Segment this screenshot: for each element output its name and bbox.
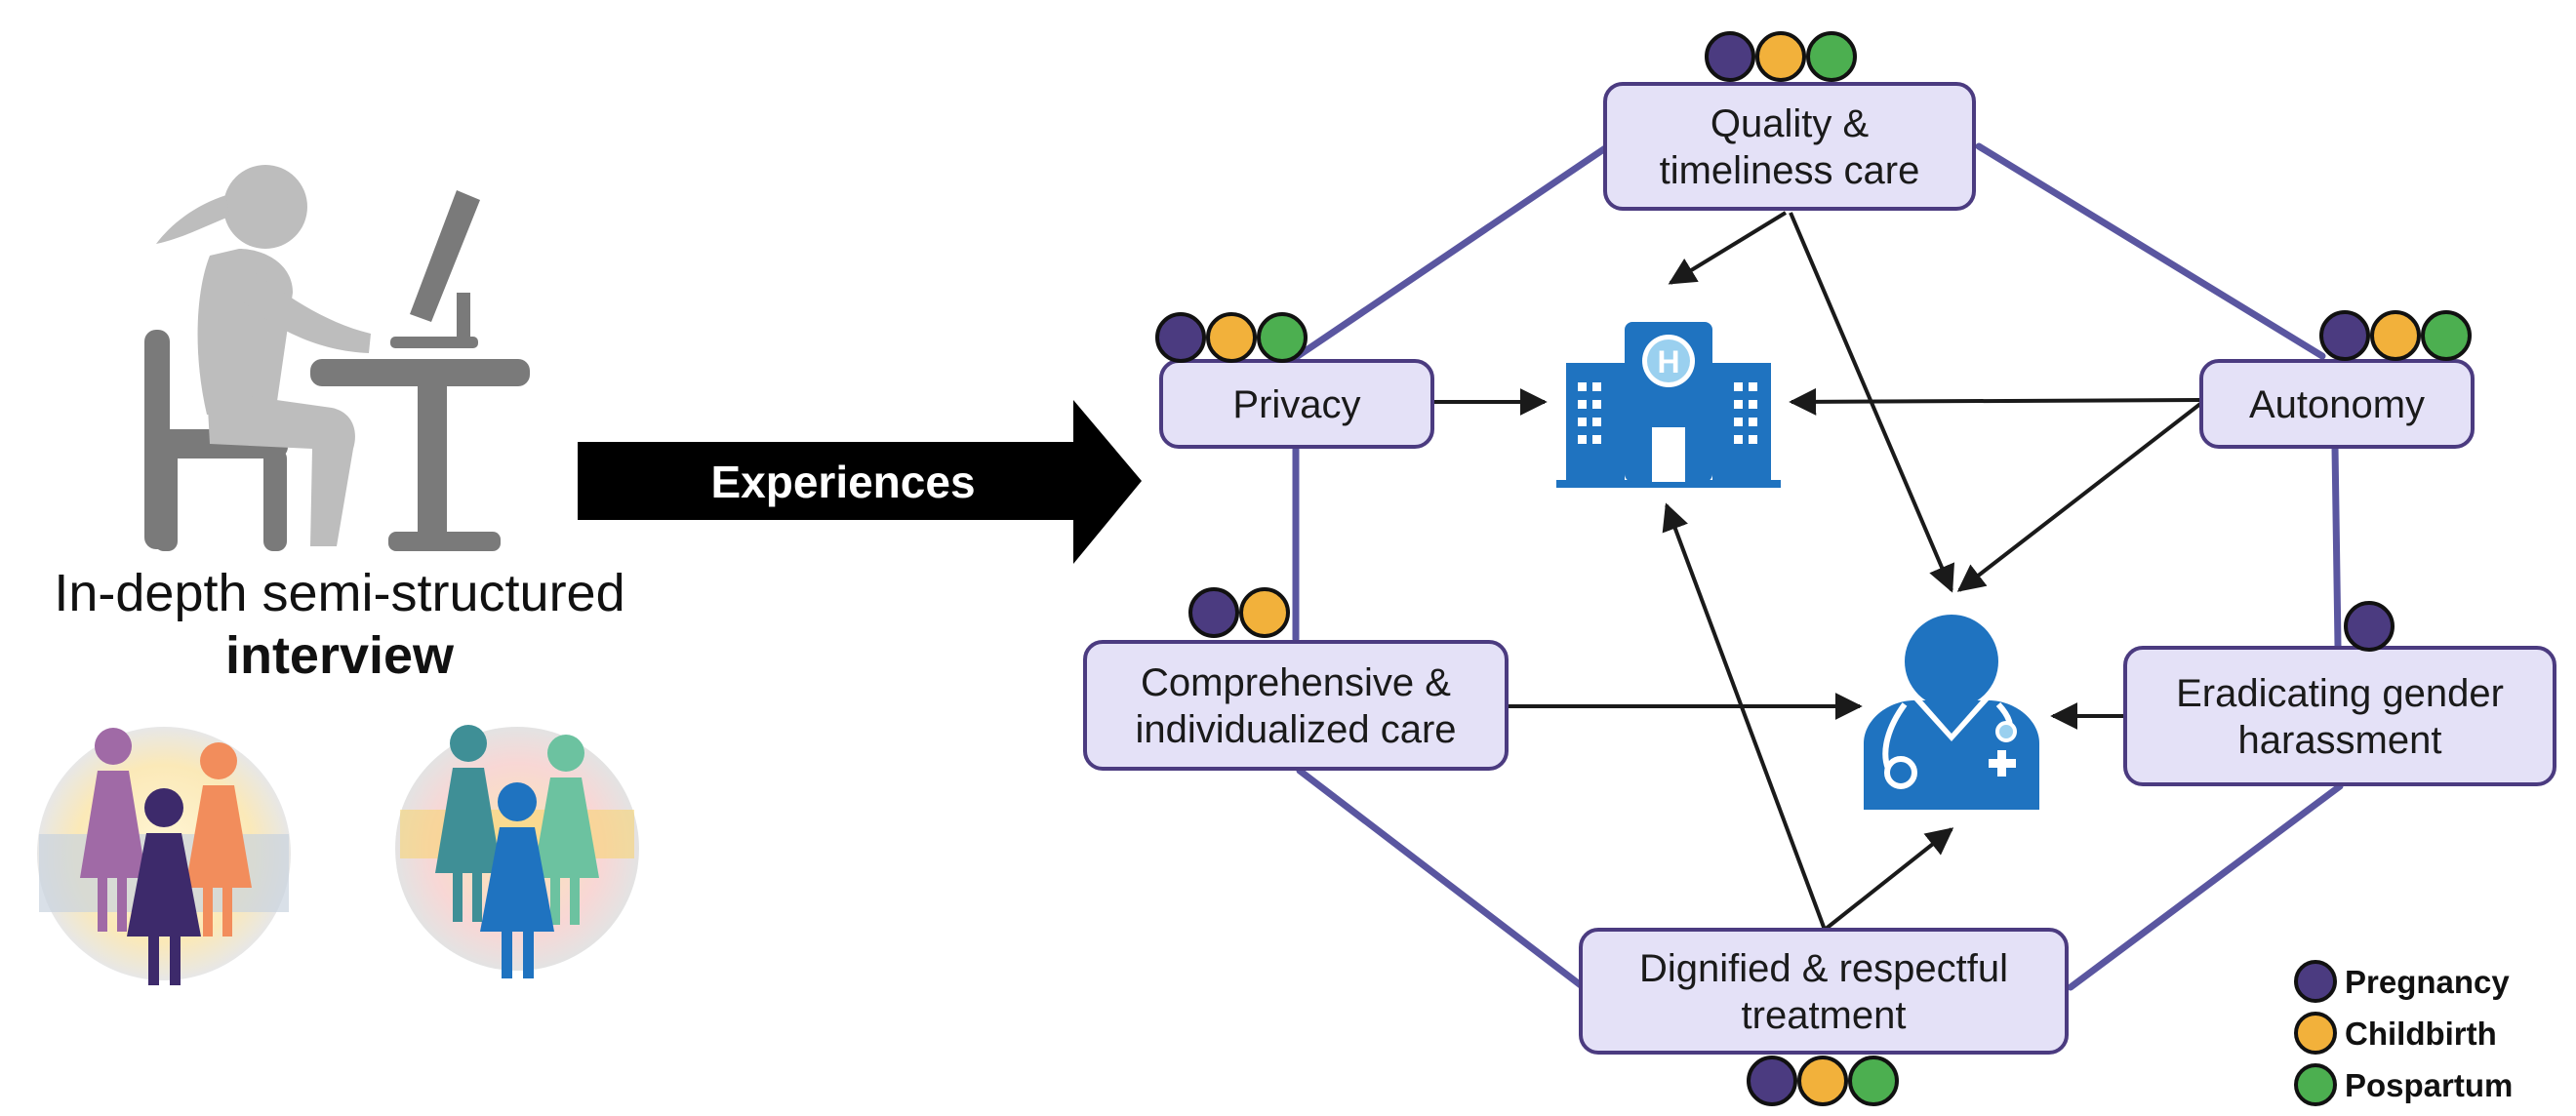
- influence-arrows: [1434, 211, 2202, 932]
- postpartum-dot: [1848, 1056, 1899, 1106]
- legend-item-pregnancy: Pregnancy: [2294, 960, 2510, 1003]
- pregnancy-dot: [2294, 960, 2337, 1003]
- theme-box: [1159, 359, 1434, 449]
- experiences-arrow: Experiences: [578, 400, 1142, 564]
- postpartum-dot: [1257, 312, 1308, 363]
- pregnancy-dot: [1188, 587, 1239, 638]
- theme-box: [2123, 646, 2556, 786]
- theme-node-comprehensive: Comprehensive &individualized care: [1083, 587, 1509, 771]
- women-group-icon: [37, 727, 291, 985]
- theme-label: individualized care: [1135, 708, 1456, 751]
- svg-text:H: H: [1657, 344, 1679, 379]
- legend-label: Childbirth: [2345, 1016, 2497, 1052]
- theme-box: [1083, 640, 1509, 771]
- pregnancy-dot: [2319, 310, 2370, 361]
- legend-item-postpartum: Pospartum: [2294, 1063, 2513, 1106]
- theme-box: [2199, 359, 2475, 449]
- experiences-label: Experiences: [710, 457, 975, 507]
- pregnancy-dot: [2344, 601, 2395, 652]
- theme-node-quality: Quality &timeliness care: [1603, 31, 1976, 211]
- caption-line2: interview: [225, 626, 455, 685]
- theme-label: treatment: [1742, 994, 1907, 1037]
- theme-node-privacy: Privacy: [1155, 312, 1434, 449]
- legend-label: Pospartum: [2345, 1067, 2513, 1103]
- pregnancy-dot: [1155, 312, 1206, 363]
- childbirth-dot: [2370, 310, 2421, 361]
- theme-label: Eradicating gender: [2176, 672, 2504, 715]
- childbirth-dot: [1206, 312, 1257, 363]
- women-group-icon: [395, 725, 639, 978]
- theme-label: Quality &: [1711, 102, 1870, 145]
- theme-box: [1579, 928, 2069, 1055]
- hospital-icon: H: [1556, 322, 1781, 488]
- legend-label: Pregnancy: [2345, 964, 2510, 1000]
- theme-box: [1603, 82, 1976, 211]
- healthcare-provider-icon: [1864, 615, 2039, 810]
- theme-label: Privacy: [1232, 383, 1360, 426]
- pregnancy-dot: [1747, 1056, 1797, 1106]
- interview-caption: In-depth semi-structured interview: [54, 564, 624, 685]
- postpartum-dot: [2294, 1063, 2337, 1106]
- theme-label: Autonomy: [2249, 383, 2425, 426]
- theme-connections: [1292, 142, 2344, 991]
- theme-label: timeliness care: [1660, 149, 1920, 192]
- postpartum-dot: [1806, 31, 1857, 82]
- childbirth-dot: [2294, 1012, 2337, 1055]
- childbirth-dot: [1755, 31, 1806, 82]
- childbirth-dot: [1239, 587, 1290, 638]
- caption-line1: In-depth semi-structured: [54, 564, 624, 622]
- theme-label: harassment: [2238, 719, 2442, 762]
- childbirth-dot: [1797, 1056, 1848, 1106]
- theme-node-autonomy: Autonomy: [2199, 310, 2475, 449]
- woman-at-computer-icon: [144, 165, 530, 551]
- theme-label: Dignified & respectful: [1639, 947, 2008, 990]
- pregnancy-dot: [1705, 31, 1755, 82]
- theme-label: Comprehensive &: [1141, 661, 1451, 704]
- legend-item-childbirth: Childbirth: [2294, 1012, 2497, 1055]
- postpartum-dot: [2421, 310, 2472, 361]
